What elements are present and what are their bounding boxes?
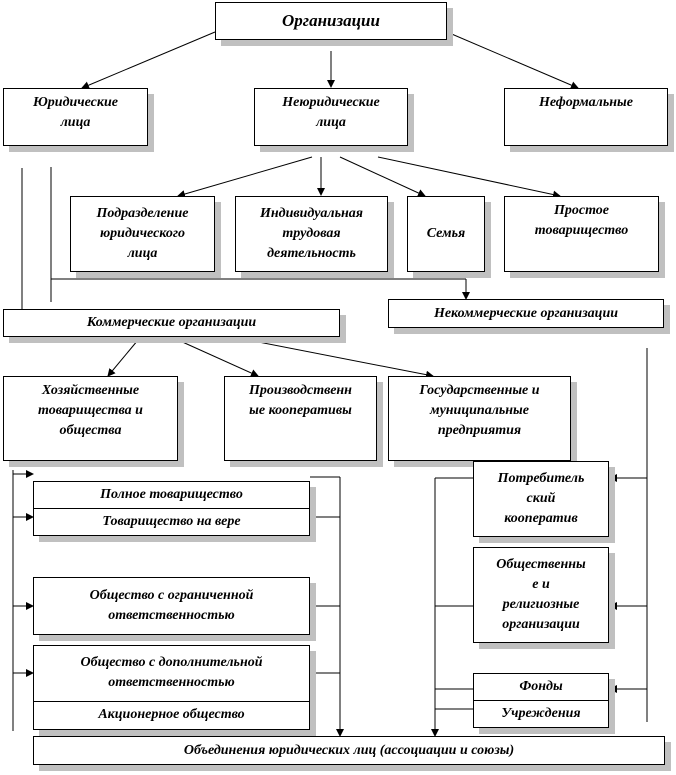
institutions-label: Учреждения: [474, 700, 608, 727]
full-partnership-label: Полное товарищество: [100, 487, 243, 502]
associations-box: Объединения юридических лиц (ассоциации …: [33, 736, 665, 765]
llc-label: Общество с ограниченной ответственностью: [89, 588, 254, 623]
state-enterprises-box: Государственные и муниципальные предприя…: [388, 376, 571, 461]
informal-box: Неформальные: [504, 88, 668, 146]
production-cooperatives-label: Производственн ые кооперативы: [249, 383, 352, 418]
business-companies-box: Хозяйственные товарищества и общества: [3, 376, 178, 461]
associations-label: Объединения юридических лиц (ассоциации …: [183, 742, 515, 758]
partnerships-box: Полное товарищество Товарищество на вере: [33, 481, 310, 536]
funds-institutions-box: Фонды Учреждения: [473, 673, 609, 728]
funds-label: Фонды: [519, 679, 563, 694]
non-commercial-label: Некоммерческие организации: [433, 305, 619, 321]
individual-activity-label: Индивидуальная трудовая деятельность: [260, 206, 363, 261]
subdivision-label: Подразделение юридического лица: [96, 206, 189, 261]
business-companies-label: Хозяйственные товарищества и общества: [38, 383, 143, 438]
production-cooperatives-box: Производственн ые кооперативы: [224, 376, 377, 461]
consumer-cooperative-label: Потребитель ский кооператив: [497, 471, 585, 526]
public-religious-box: Общественны е и религиозные организации: [473, 547, 609, 643]
state-enterprises-label: Государственные и муниципальные предприя…: [419, 383, 540, 438]
llc-box: Общество с ограниченной ответственностью: [33, 577, 310, 635]
limited-partnership-label: Товарищество на вере: [34, 508, 309, 535]
jsc-label: Акционерное общество: [34, 700, 309, 729]
simple-partnership-label: Простое товарищество: [534, 203, 629, 238]
alc-label: Общество с дополнительной ответственност…: [80, 655, 263, 691]
individual-activity-box: Индивидуальная трудовая деятельность: [235, 196, 388, 272]
subdivision-box: Подразделение юридического лица: [70, 196, 215, 272]
organizations-box: Организации: [215, 2, 447, 40]
commercial-box: Коммерческие организации: [3, 309, 340, 337]
family-label: Семья: [426, 226, 466, 241]
informal-label: Неформальные: [539, 95, 633, 110]
non-commercial-box: Некоммерческие организации: [388, 299, 664, 328]
legal-entities-box: Юридические лица: [3, 88, 148, 146]
simple-partnership-box: Простое товарищество: [504, 196, 659, 272]
non-legal-entities-label: Неюридические лица: [282, 95, 380, 130]
legal-entities-label: Юридические лица: [33, 95, 118, 130]
organizations-label: Организации: [282, 11, 380, 30]
consumer-cooperative-box: Потребитель ский кооператив: [473, 461, 609, 537]
non-legal-entities-box: Неюридические лица: [254, 88, 408, 146]
commercial-label: Коммерческие организации: [86, 315, 257, 330]
companies-box: Общество с дополнительной ответственност…: [33, 645, 310, 730]
family-box: Семья: [407, 196, 485, 272]
public-religious-label: Общественны е и религиозные организации: [496, 557, 586, 632]
